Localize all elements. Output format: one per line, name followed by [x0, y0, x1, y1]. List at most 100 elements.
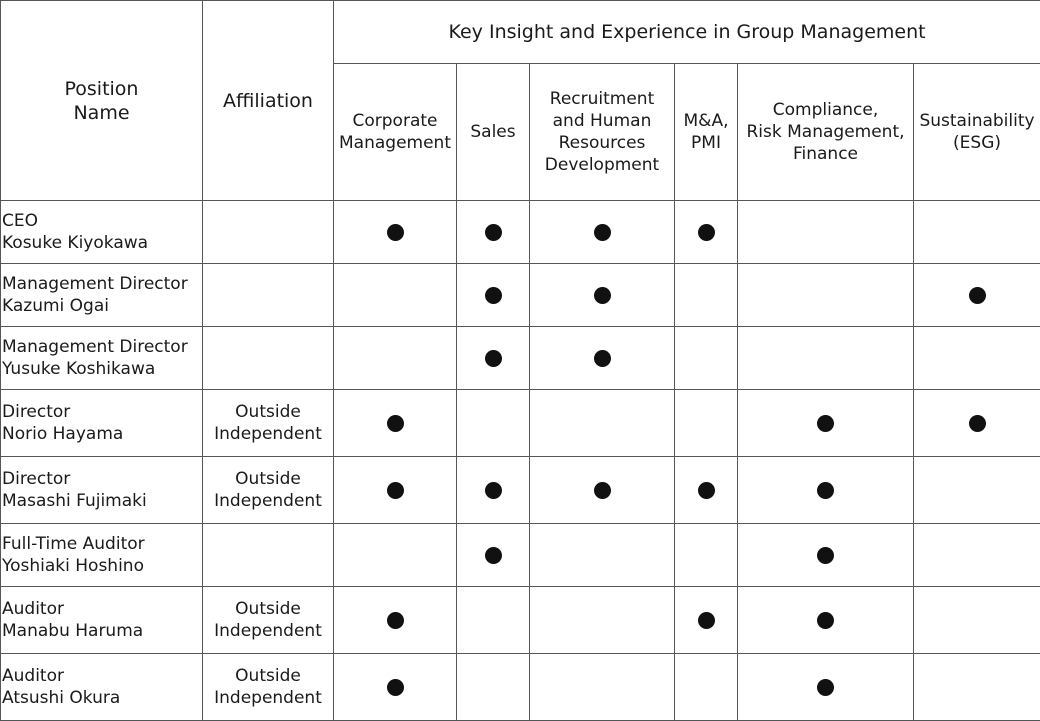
filled-circle-icon — [387, 415, 404, 432]
header-ma-pmi: M&A, PMI — [675, 64, 738, 201]
header-line: Sustainability — [914, 110, 1040, 132]
skill-cell-corporate_management — [334, 390, 457, 457]
skill-cell-recruitment — [530, 457, 675, 524]
skill-cell-sustainability — [914, 390, 1040, 457]
skill-cell-compliance — [738, 457, 914, 524]
header-line: Finance — [738, 143, 913, 165]
skill-cell-sales — [457, 587, 530, 654]
header-line: Corporate — [334, 110, 456, 132]
skill-cell-recruitment — [530, 524, 675, 587]
person-name: Kazumi Ogai — [2, 295, 202, 317]
header-group: Key Insight and Experience in Group Mana… — [334, 1, 1040, 64]
header-corporate-management: Corporate Management — [334, 64, 457, 201]
filled-circle-icon — [594, 482, 611, 499]
filled-circle-icon — [817, 415, 834, 432]
skill-cell-corporate_management — [334, 264, 457, 327]
skill-cell-compliance — [738, 654, 914, 721]
position-label: Full-Time Auditor — [2, 533, 202, 555]
skill-cell-ma_pmi — [675, 201, 738, 264]
skill-cell-ma_pmi — [675, 264, 738, 327]
skill-cell-sustainability — [914, 654, 1040, 721]
filled-circle-icon — [817, 612, 834, 629]
skill-cell-sales — [457, 457, 530, 524]
header-line: Recruitment — [530, 88, 674, 110]
header-sustainability: Sustainability (ESG) — [914, 64, 1040, 201]
header-position-label: Position — [1, 77, 202, 101]
position-label: Management Director — [2, 336, 202, 358]
position-label: Management Director — [2, 273, 202, 295]
filled-circle-icon — [485, 350, 502, 367]
skill-cell-recruitment — [530, 587, 675, 654]
position-label: Auditor — [2, 665, 202, 687]
skill-cell-corporate_management — [334, 524, 457, 587]
affiliation-label: Independent — [203, 423, 333, 445]
skill-cell-sales — [457, 264, 530, 327]
person-name: Masashi Fujimaki — [2, 490, 202, 512]
affiliation-label: Outside — [203, 665, 333, 687]
person-name: Yoshiaki Hoshino — [2, 555, 202, 577]
header-line: Compliance, — [738, 99, 913, 121]
filled-circle-icon — [817, 679, 834, 696]
header-compliance: Compliance, Risk Management, Finance — [738, 64, 914, 201]
header-position-name: Position Name — [1, 1, 203, 201]
skill-cell-sales — [457, 524, 530, 587]
filled-circle-icon — [594, 350, 611, 367]
header-line: Sales — [457, 121, 529, 143]
skill-cell-sustainability — [914, 201, 1040, 264]
affiliation-cell — [203, 327, 334, 390]
skill-cell-sustainability — [914, 264, 1040, 327]
position-label: CEO — [2, 210, 202, 232]
filled-circle-icon — [969, 287, 986, 304]
person-name: Atsushi Okura — [2, 687, 202, 709]
skill-cell-sustainability — [914, 457, 1040, 524]
header-affiliation: Affiliation — [203, 1, 334, 201]
filled-circle-icon — [485, 547, 502, 564]
person-name: Norio Hayama — [2, 423, 202, 445]
header-line: Resources — [530, 132, 674, 154]
header-name-label: Name — [1, 101, 202, 125]
header-line: Development — [530, 154, 674, 176]
filled-circle-icon — [698, 482, 715, 499]
filled-circle-icon — [594, 224, 611, 241]
affiliation-cell — [203, 264, 334, 327]
skill-cell-compliance — [738, 327, 914, 390]
header-line: M&A, — [675, 110, 737, 132]
skill-cell-sustainability — [914, 587, 1040, 654]
affiliation-label: Outside — [203, 468, 333, 490]
affiliation-cell — [203, 201, 334, 264]
skill-cell-sustainability — [914, 524, 1040, 587]
filled-circle-icon — [485, 482, 502, 499]
header-line: and Human — [530, 110, 674, 132]
skill-cell-recruitment — [530, 390, 675, 457]
affiliation-label: Independent — [203, 620, 333, 642]
skill-cell-compliance — [738, 390, 914, 457]
filled-circle-icon — [387, 482, 404, 499]
filled-circle-icon — [698, 612, 715, 629]
skill-cell-corporate_management — [334, 457, 457, 524]
affiliation-label: Outside — [203, 598, 333, 620]
skill-cell-recruitment — [530, 327, 675, 390]
header-line: Management — [334, 132, 456, 154]
skill-cell-corporate_management — [334, 587, 457, 654]
skill-cell-ma_pmi — [675, 524, 738, 587]
skill-cell-corporate_management — [334, 327, 457, 390]
person-name: Yusuke Koshikawa — [2, 358, 202, 380]
filled-circle-icon — [969, 415, 986, 432]
filled-circle-icon — [817, 482, 834, 499]
position-label: Director — [2, 468, 202, 490]
